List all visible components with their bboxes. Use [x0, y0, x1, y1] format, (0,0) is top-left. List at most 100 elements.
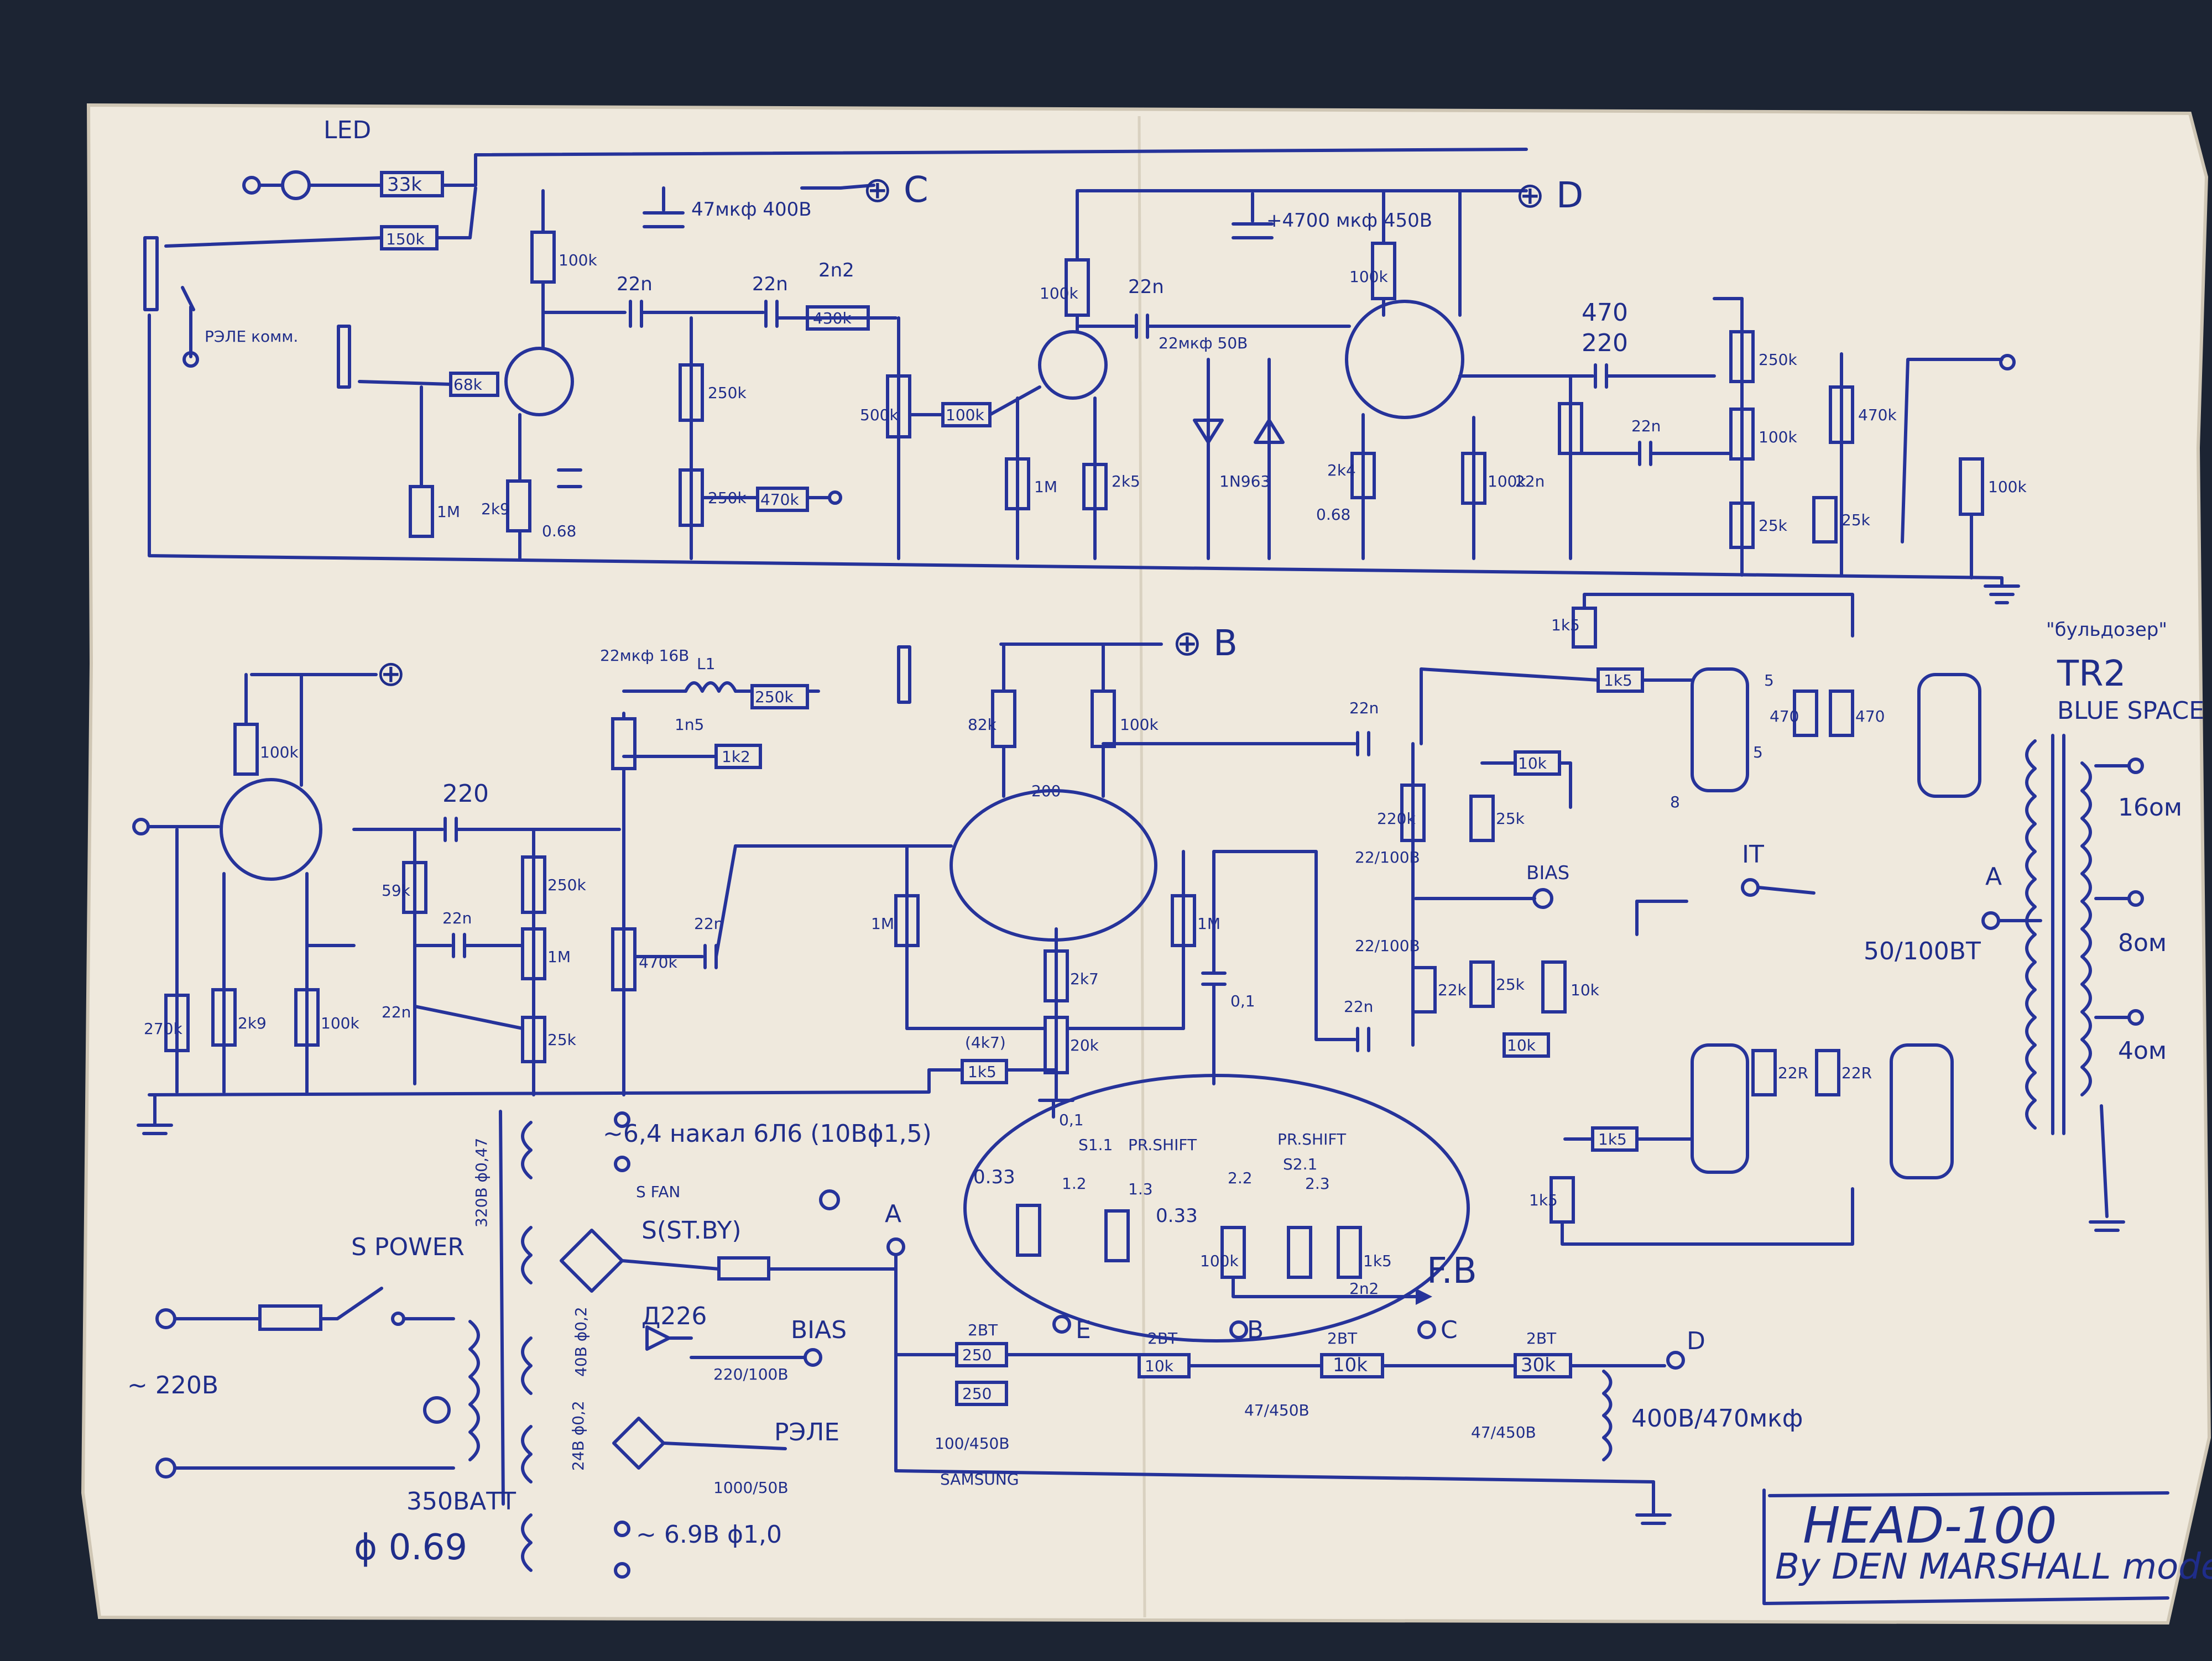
- resistor-100k-v4-label: 100k: [260, 743, 299, 761]
- title-label: HEAD-100: [1803, 1497, 2057, 1555]
- resistor-10k-c-label: 10k: [1571, 981, 1600, 999]
- pot-25k-bias1-label: 25k: [1496, 809, 1525, 828]
- pot-250k-e: [750, 684, 809, 709]
- resistor-20k-label: 20k: [1070, 1036, 1099, 1054]
- sw13-label: 1.3: [1128, 1180, 1153, 1198]
- rele-supply-label: РЭЛЕ: [774, 1418, 839, 1446]
- resistor-100k-pi: [1091, 690, 1116, 748]
- secondary-320v: [521, 1226, 533, 1284]
- resistor-10k-e: [1320, 1353, 1384, 1378]
- cap-47-450-label: 47/450В: [1244, 1401, 1310, 1419]
- w2vt-c-label: 2ВТ: [1327, 1329, 1358, 1347]
- secondary-24v: [521, 1425, 533, 1484]
- cap-22-100-label: 22/100В: [1355, 848, 1420, 866]
- power-switch-50-100-label: 50/100ВТ: [1864, 937, 1981, 965]
- node-c-label: ⊕ C: [863, 170, 928, 211]
- title-block: HEAD-100 By DEN MARSHALL model: [1762, 1488, 2212, 1605]
- power-tube-3: [1691, 1043, 1749, 1174]
- resistor-2k9-label: 2k9: [481, 500, 510, 518]
- power-tube-4: [1890, 1043, 1954, 1179]
- resistor-10k-e-label: 10k: [1333, 1354, 1368, 1376]
- resistor-1k5-g2-label: 1k5: [1598, 1130, 1627, 1148]
- middle-section: ⊕ 100k 270k 2k9 100k 220 59k 250k 1M 25k: [132, 593, 2204, 1246]
- va350-label: 350ВАТТ: [406, 1487, 516, 1516]
- sw12-label: 1.2: [1062, 1174, 1087, 1193]
- fuse-2a: [258, 1304, 322, 1331]
- led-label: LED: [324, 116, 371, 144]
- resistor-100k-ps: [1220, 1226, 1246, 1279]
- ohm4-label: 4ом: [2118, 1037, 2167, 1065]
- resistor-10k-bias1-label: 10k: [1518, 754, 1547, 772]
- sw23-label: 2.3: [1305, 1174, 1330, 1193]
- cap-22n-f-label: 22n: [442, 909, 472, 927]
- wire069-label: ϕ 0.69: [354, 1527, 467, 1568]
- resistor-250-a-label: 250: [962, 1346, 992, 1364]
- pin-5b-label: 5: [1764, 671, 1774, 690]
- resistor-30k-label: 30k: [1521, 1354, 1556, 1376]
- cap-01-label: 0,1: [1059, 1111, 1084, 1129]
- fuse-1a: [717, 1256, 770, 1281]
- resistor-33k-label: 33k: [387, 174, 422, 196]
- cap-22n-e-label: 22n: [1631, 417, 1661, 435]
- cap-22-100b-label: 22/100В: [1355, 937, 1420, 955]
- fb-label: F.B: [1427, 1251, 1477, 1292]
- node-b-label: ⊕ B: [1172, 623, 1238, 664]
- tube-v2: [1038, 330, 1108, 400]
- resistor-10k-bias2-label: 10k: [1507, 1036, 1536, 1054]
- pin-8-label: 8: [1670, 793, 1680, 811]
- power-supply-section: ~ 220В S POWER 350ВАТТ ϕ 0.69 ~6,4 накал…: [127, 1074, 1803, 1579]
- mains-220v-label: ~ 220В: [127, 1371, 218, 1399]
- pot-25k-bias2-label: 25k: [1496, 975, 1525, 994]
- input-jack-1: [143, 236, 159, 311]
- cap-220b-label: 220: [442, 780, 489, 808]
- resistor-100k-out: [1959, 457, 1984, 516]
- resistor-100k-v4: [233, 723, 259, 776]
- cap-out-label: 400В/470мкф: [1631, 1404, 1803, 1433]
- resistor-270k-b: [611, 717, 637, 770]
- pot-500k-label: 500k: [860, 406, 899, 424]
- buldozer-label: "бульдозер": [2046, 619, 2167, 641]
- resistor-100k-ps-label: 100k: [1200, 1252, 1239, 1270]
- cap-47uf-label: 47мкф 400В: [691, 199, 812, 221]
- inductor-l1: [684, 681, 737, 693]
- cap-1000-50-label: 1000/50В: [713, 1479, 789, 1497]
- resistor-1m-b-label: 1M: [1034, 478, 1057, 496]
- cap-47-450b-label: 47/450В: [1471, 1423, 1536, 1441]
- pot-25k-ts-label: 25k: [1841, 511, 1871, 529]
- resistor-1k5-bot-label: 1k5: [1529, 1191, 1558, 1209]
- resistor-1k5-bot: [1550, 1176, 1575, 1224]
- pot-250k-d-label: 250k: [547, 876, 586, 894]
- resistor-2k9: [506, 479, 531, 532]
- choke: [1602, 1370, 1613, 1461]
- heater-label: ~6,4 накал 6Л6 (10Вϕ1,5): [603, 1120, 932, 1148]
- bias-label-mid: BIAS: [1526, 862, 1569, 884]
- cap-22n-a-label: 22n: [617, 273, 653, 295]
- resistor-100k-v3a-label: 100k: [1349, 268, 1388, 286]
- w2vt-d-label: 2ВТ: [1526, 1329, 1557, 1347]
- resistor-100k-v3b-label: 100k: [1488, 472, 1526, 490]
- resistor-1m-d-label: 1M: [1197, 915, 1220, 933]
- rele-comm-label: РЭЛЕ комм.: [205, 327, 298, 346]
- cap-033b-label: 0.33: [1156, 1205, 1198, 1227]
- resistor-100k-ts-label: 100k: [1759, 428, 1797, 446]
- spower-label: S POWER: [351, 1233, 465, 1261]
- pot-1m-label: 1M: [547, 948, 571, 966]
- resistor-1k5-ps-label: 1k5: [1363, 1252, 1392, 1270]
- blue-space-label: BLUE SPACE: [2057, 697, 2204, 725]
- resistor-22r-b-label: 22R: [1841, 1064, 1872, 1082]
- s21-label: S2.1: [1283, 1155, 1317, 1173]
- rail-a-label: A: [885, 1200, 901, 1228]
- resistor-100k-pi-label: 100k: [1120, 715, 1159, 734]
- tube-v3: [1345, 300, 1464, 419]
- cap-22n-c-label: 22n: [1128, 276, 1164, 298]
- tr2-label: TR2: [2057, 654, 2126, 694]
- sw22-label: 2.2: [1228, 1169, 1253, 1187]
- resistor-59k-label: 59k: [382, 881, 411, 900]
- v24-label: 24В ϕ0,2: [569, 1401, 587, 1471]
- cap-4700uf-label: +4700 мкф 450В: [1266, 210, 1432, 232]
- cap-220-label: 220: [1582, 329, 1628, 357]
- resistor-10k-bias2: [1503, 1032, 1550, 1058]
- resistor-100k-v1-label: 100k: [559, 251, 597, 269]
- resistor-470k-ts-label: 470k: [1858, 406, 1897, 424]
